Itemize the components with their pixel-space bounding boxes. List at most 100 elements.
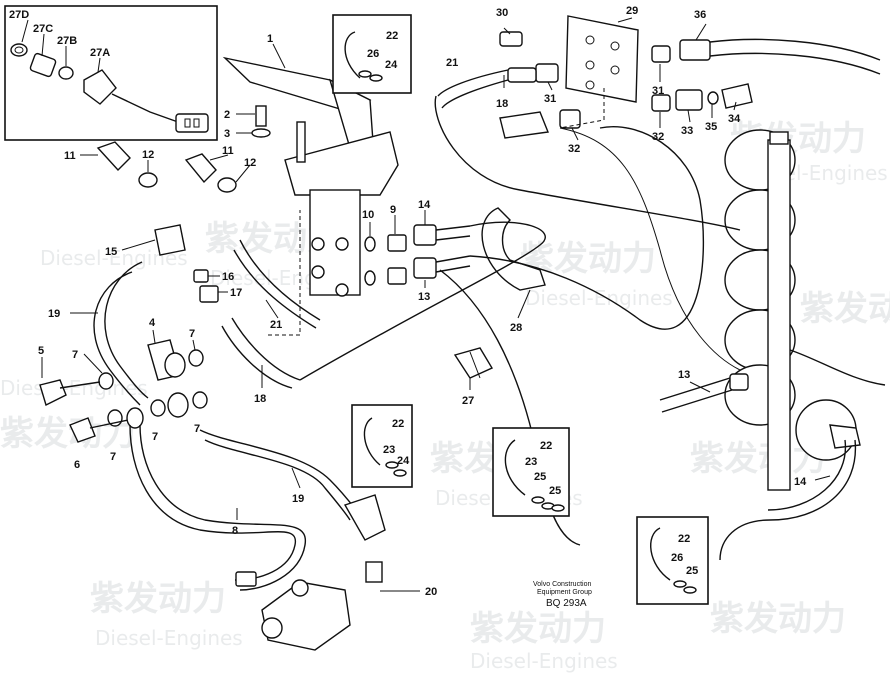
callout-35: 35 — [705, 121, 717, 133]
hose-19a — [93, 271, 141, 406]
callout-12b: 12 — [244, 157, 256, 169]
callout-18a: 18 — [254, 393, 266, 405]
hose-21b — [437, 69, 509, 97]
callout-7e: 7 — [110, 451, 116, 463]
washer-7d — [192, 391, 208, 409]
pedal-base — [284, 131, 399, 196]
bolt-5 — [39, 379, 67, 406]
callout-23-mid: 23 — [383, 444, 395, 456]
caption-block: Volvo Construction Equipment Group BQ 29… — [533, 581, 592, 609]
nut-31 — [651, 45, 671, 63]
caption-line2: Equipment Group — [537, 589, 592, 596]
callout-32a: 32 — [568, 143, 580, 155]
fitting-32 — [559, 109, 581, 129]
watermark-cn: 紫发动力 — [710, 599, 846, 639]
callout-24-top: 24 — [385, 59, 398, 71]
callout-18b: 18 — [496, 98, 508, 110]
nut-27c — [29, 52, 57, 78]
hose-8 — [129, 424, 297, 581]
adapter-9b — [387, 267, 407, 285]
callout-33: 33 — [681, 125, 693, 137]
washer-7a — [188, 349, 204, 367]
hose-21 — [239, 239, 321, 321]
fitting-33 — [675, 89, 703, 111]
pressure-switch-27 — [453, 347, 494, 379]
callout-16: 16 — [222, 271, 234, 283]
callout-27c: 27C — [33, 23, 53, 35]
callout-9: 9 — [390, 204, 396, 216]
hose-36 — [709, 38, 881, 61]
watermark-cn: 紫发动力 — [90, 579, 226, 619]
callout-7c: 7 — [194, 423, 200, 435]
caption-line1: Volvo Construction — [533, 581, 591, 588]
detail-box-top: 22 26 24 — [332, 14, 412, 94]
hose-end-18 — [499, 111, 549, 139]
watermark-en: Diesel-Engines — [95, 626, 243, 650]
adapter-9a — [387, 234, 407, 252]
callout-25-bottom: 25 — [686, 565, 698, 577]
washer-27d — [10, 43, 28, 57]
callout-34: 34 — [728, 113, 741, 125]
accumulator-rail — [767, 139, 791, 491]
callout-17: 17 — [230, 287, 242, 299]
watermark-en: Diesel-Engines — [470, 649, 618, 673]
hose-18 — [231, 317, 301, 381]
stud — [296, 121, 306, 163]
fitting-31 — [535, 63, 559, 83]
leader-lines — [21, 17, 831, 592]
tee-15 — [154, 224, 186, 256]
callout-7b: 7 — [72, 349, 78, 361]
callout-31b: 31 — [652, 85, 664, 97]
watermark-cn: 紫发动力 — [520, 239, 656, 279]
watermark-cn: 紫发动力 — [470, 609, 606, 649]
clip-28 — [481, 207, 546, 291]
callouts: 1 2 3 11 12 11 12 10 9 14 13 15 16 17 19… — [9, 5, 807, 598]
callout-20: 20 — [425, 586, 437, 598]
brake-pedal-assembly — [222, 56, 399, 297]
callout-2: 2 — [224, 109, 230, 121]
callout-21b: 21 — [446, 57, 458, 69]
watermark-en: Diesel-Engines — [525, 286, 673, 310]
callout-32b: 32 — [652, 131, 664, 143]
callout-5: 5 — [38, 345, 44, 357]
callout-6: 6 — [74, 459, 80, 471]
callout-25-right-a: 25 — [534, 471, 546, 483]
seal-10a — [364, 236, 376, 252]
valve-fittings — [96, 141, 471, 303]
nut-13 — [413, 257, 437, 279]
callout-22-right: 22 — [540, 440, 552, 452]
watermark-cn: 紫发动力 — [800, 289, 890, 329]
callout-14b: 14 — [794, 476, 807, 488]
sensor-cable — [111, 93, 179, 123]
detail-box-right: 22 23 25 25 — [492, 427, 570, 517]
caption-code: BQ 293A — [546, 598, 587, 609]
callout-22-bottom: 22 — [678, 533, 690, 545]
watermark-en: Diesel-Engines — [0, 376, 148, 400]
callout-23-right: 23 — [525, 456, 537, 468]
callout-22-mid: 22 — [392, 418, 404, 430]
callout-7a: 7 — [189, 328, 195, 340]
plug-34 — [721, 83, 753, 109]
callout-26-top: 26 — [367, 48, 379, 60]
washer-35 — [707, 91, 719, 105]
callout-27b: 27B — [57, 35, 77, 47]
washer-3 — [251, 128, 271, 138]
callout-4: 4 — [149, 317, 156, 329]
callout-19a: 19 — [48, 308, 60, 320]
accumulator-stack — [659, 129, 886, 561]
sensor-connector — [175, 113, 209, 133]
hose-14b — [719, 439, 857, 561]
callout-15: 15 — [105, 246, 117, 258]
callout-26-bottom: 26 — [671, 552, 683, 564]
nut-14 — [413, 224, 437, 246]
callout-19b: 19 — [292, 493, 304, 505]
manifold-group — [437, 15, 881, 139]
callout-14a: 14 — [418, 199, 431, 211]
callout-13b: 13 — [678, 369, 690, 381]
callout-10: 10 — [362, 209, 374, 221]
coupling-36 — [679, 39, 711, 61]
seal-12b — [217, 177, 237, 193]
callout-21a: 21 — [270, 319, 282, 331]
callout-13a: 13 — [418, 291, 430, 303]
